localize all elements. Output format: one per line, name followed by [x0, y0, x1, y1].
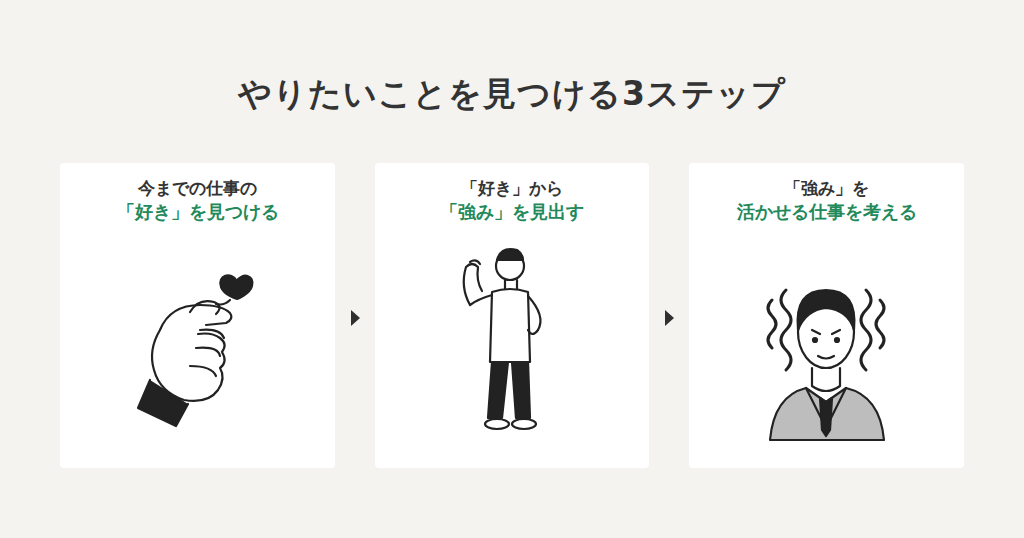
step-heading: 「好き」から — [375, 177, 649, 200]
step-card: 今までの仕事の「好き」を見つける — [60, 163, 335, 468]
diagram-title: やりたいことを見つける3ステップ — [0, 72, 1024, 117]
step-heading: 今までの仕事の — [60, 177, 335, 200]
businessman-illustration — [768, 290, 884, 440]
step-action: 「好き」を見つける — [60, 200, 335, 224]
step-arrow — [649, 310, 689, 326]
step-action: 「強み」を見出す — [375, 200, 649, 224]
card-backgrounds — [60, 163, 964, 468]
step-card: 「強み」を活かせる仕事を考える — [689, 163, 964, 468]
finger-heart-illustration — [138, 275, 252, 426]
step-arrow — [335, 310, 375, 326]
step-action: 活かせる仕事を考える — [689, 200, 964, 224]
flexing-man-illustration — [464, 249, 541, 429]
step-heading: 「強み」を — [689, 177, 964, 200]
step-card: 「好き」から「強み」を見出す — [375, 163, 649, 468]
